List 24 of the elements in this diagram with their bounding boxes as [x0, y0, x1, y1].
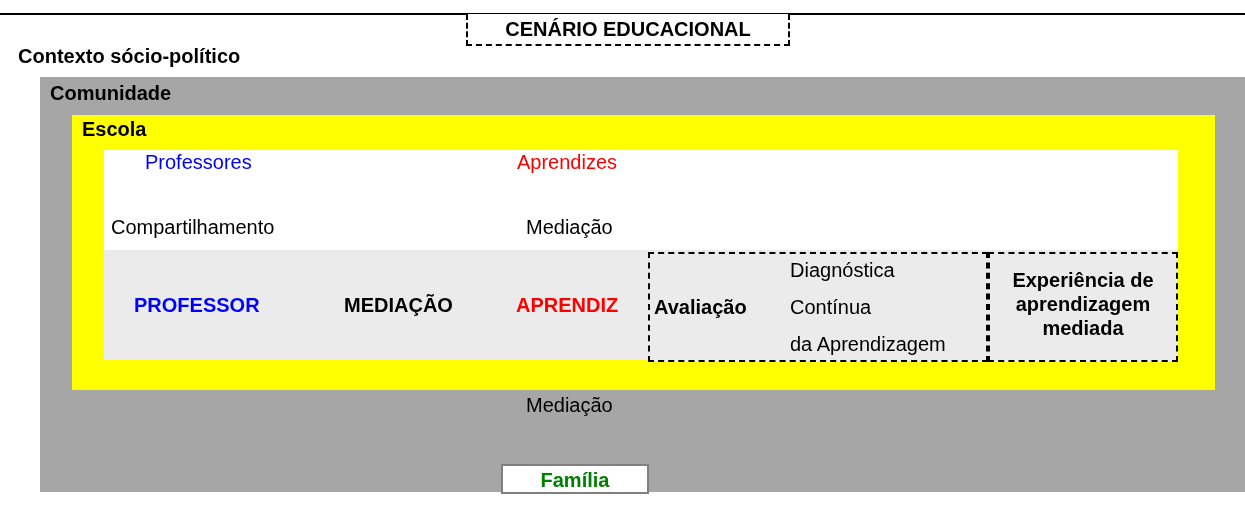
label: Compartilhamento	[111, 215, 275, 239]
node-text: APRENDIZ	[516, 293, 619, 317]
label: Aprendizes	[517, 150, 618, 174]
family-box	[501, 464, 649, 494]
node-text: MEDIAÇÃO	[344, 293, 453, 317]
node-text: Contínua	[790, 295, 872, 319]
evaluation-box	[648, 252, 988, 362]
label: Professores	[145, 150, 252, 174]
label: Contexto sócio-político	[18, 44, 241, 68]
node-text: Diagnóstica	[790, 258, 895, 282]
experience-box	[988, 252, 1178, 362]
label: Mediação	[526, 393, 613, 417]
node-text: da Aprendizagem	[790, 332, 946, 356]
community-panel	[40, 77, 1245, 492]
heading: Experiência de aprendizagem mediada	[1011, 268, 1155, 340]
school-panel	[72, 115, 1215, 390]
heading: Escola	[82, 117, 147, 141]
heading: Avaliação	[654, 295, 747, 319]
heading: Comunidade	[50, 81, 172, 105]
mediation-band	[104, 250, 1178, 360]
heading: PROFESSOR	[134, 293, 260, 317]
title: CENÁRIO EDUCACIONAL	[466, 14, 790, 46]
heading: Família	[539, 468, 611, 492]
label: Mediação	[526, 215, 613, 239]
